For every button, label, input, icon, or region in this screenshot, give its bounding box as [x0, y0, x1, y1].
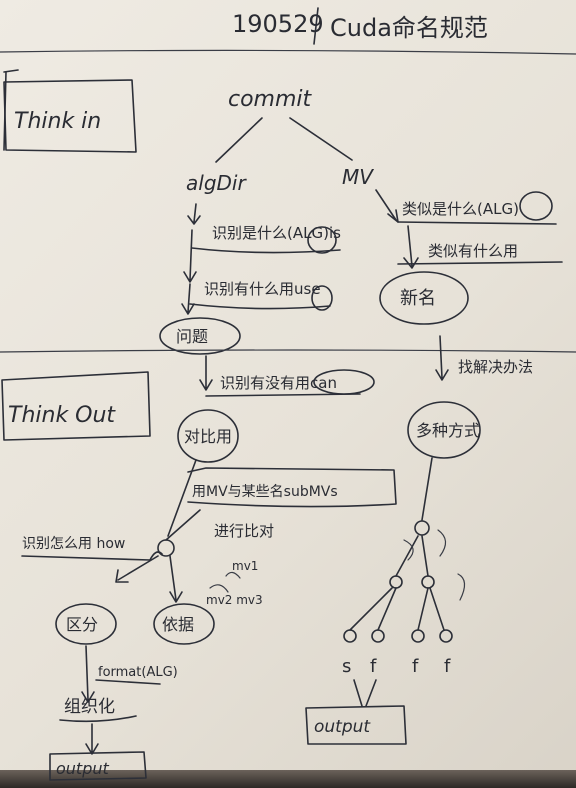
left-q2: 识别有什么用use — [204, 280, 321, 298]
right-branch-label: MV — [342, 165, 374, 189]
header-date: 190529 — [232, 10, 324, 38]
right-output-label: output — [314, 717, 371, 737]
split-small-scribble — [209, 571, 241, 593]
right-leaf-node-2 — [371, 629, 385, 643]
left-q1-circle — [307, 226, 337, 254]
left-arrow-3 — [181, 283, 195, 315]
left-node2 — [177, 409, 239, 463]
right-hub-node — [414, 520, 430, 536]
right-node2-label: 多种方式 — [416, 421, 480, 440]
middle-rule — [0, 349, 576, 353]
leaf-right — [153, 603, 215, 645]
right-leaf-label-2: f — [370, 656, 377, 677]
right-arrow-1 — [375, 189, 399, 223]
right-node1 — [379, 271, 469, 325]
right-node2 — [407, 401, 481, 459]
commit-label: commit — [228, 87, 313, 112]
left-output-label: output — [56, 759, 110, 778]
hub-node — [157, 539, 175, 557]
right-leaf-label-1: s — [342, 656, 351, 677]
left-output-box — [49, 751, 147, 781]
split-note-2: 进行比对 — [214, 522, 274, 540]
leaf-right-label: 依据 — [162, 615, 194, 634]
left-arrow-1 — [187, 203, 201, 225]
right-arrow-3 — [435, 335, 449, 381]
right-q3: 找解决办法 — [458, 358, 533, 376]
right-curl-arrows — [403, 529, 466, 601]
hub-to-right-arrow — [169, 555, 183, 603]
format-underline — [95, 679, 161, 685]
left-node1-label: 问题 — [176, 327, 208, 346]
right-leaf-node-3 — [411, 629, 425, 643]
leaf-left — [55, 603, 117, 645]
think-out-label: Think Out — [8, 403, 116, 428]
right-output-box — [305, 705, 407, 745]
organize-label: 组织化 — [64, 697, 115, 717]
right-merge-edges — [353, 679, 377, 707]
right-leaf-label-3: f — [412, 656, 419, 677]
right-q1-circle — [519, 191, 553, 221]
right-leaf-label-4: f — [444, 656, 451, 677]
right-node1-label: 新名 — [400, 288, 436, 309]
left-how-label: 识别怎么用 how — [22, 536, 125, 552]
left-branch-label: algDir — [186, 171, 247, 195]
commit-right-edge — [289, 117, 353, 161]
left-node2-edge — [167, 459, 197, 537]
split-small-1: mv1 — [232, 559, 258, 573]
right-mid-node-b — [421, 575, 435, 589]
right-leaf-edges — [349, 587, 445, 631]
left-arrow-2 — [183, 229, 197, 283]
right-q2-underline — [397, 261, 563, 265]
right-leaf-node-4 — [439, 629, 453, 643]
left-q1-underline — [191, 247, 341, 254]
header-title: Cuda命名规范 — [330, 14, 488, 42]
header-rule — [0, 49, 576, 55]
right-arrow-2 — [403, 225, 419, 269]
hub-to-left-arrow — [115, 555, 159, 583]
right-q2: 类似有什么用 — [428, 242, 518, 260]
commit-left-edge — [215, 117, 263, 163]
right-q1: 类似是什么(ALG) — [402, 200, 519, 218]
left-q2-underline — [189, 303, 331, 310]
left-arrow-5 — [81, 645, 95, 703]
right-hub-edges — [395, 535, 429, 577]
format-label: format(ALG) — [98, 665, 178, 680]
split-note: 用MV与某些名subMVs — [192, 484, 338, 500]
left-q3-underline — [205, 393, 361, 397]
left-q3: 识别有没有用can — [220, 374, 337, 392]
think-in-label: Think in — [14, 109, 101, 134]
split-note-box — [187, 467, 397, 508]
left-node2-label: 对比用 — [184, 427, 232, 446]
think-in-box-flag — [3, 69, 19, 151]
think-out-box — [1, 371, 151, 441]
left-how-underline — [21, 551, 163, 561]
hub-to-note-edge — [165, 509, 201, 541]
left-q3-circle — [313, 369, 375, 395]
right-mid-node-a — [389, 575, 403, 589]
left-q2-circle — [311, 285, 333, 311]
split-small-2: mv2 mv3 — [206, 593, 263, 607]
organize-underline — [59, 715, 137, 723]
left-arrow-6 — [85, 723, 99, 755]
page-bottom-shadow — [0, 770, 576, 788]
right-node2-edge — [421, 457, 433, 521]
leaf-left-label: 区分 — [66, 615, 98, 634]
header-divider — [313, 7, 319, 45]
right-leaf-node-1 — [343, 629, 357, 643]
left-node1 — [159, 317, 241, 355]
right-q1-underline — [397, 221, 557, 225]
left-arrow-4 — [199, 355, 213, 391]
